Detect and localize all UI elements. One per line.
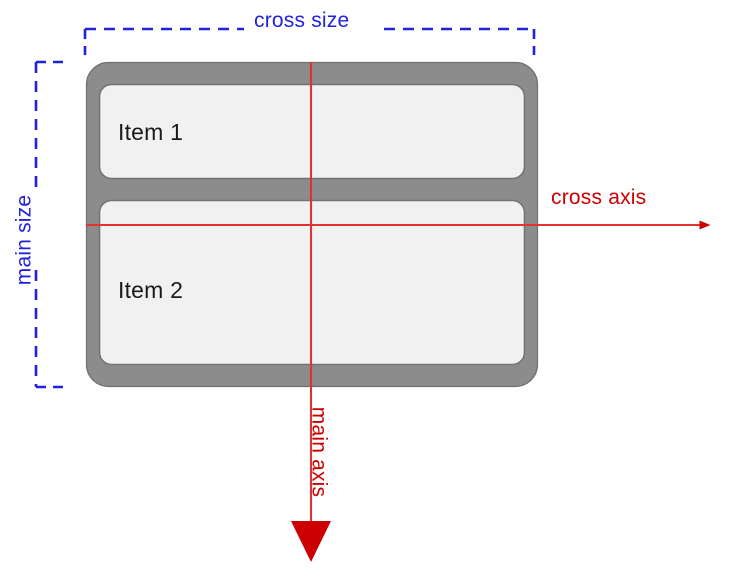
flex-item-1-label: Item 1: [118, 119, 184, 145]
main-axis-arrow: [291, 62, 331, 562]
main-axis-arrowhead: [291, 521, 331, 562]
cross-axis-label: cross axis: [551, 186, 647, 209]
cross-size-bracket: [83, 27, 536, 55]
main-size-bracket: [34, 60, 68, 389]
main-axis-label: main axis: [307, 406, 331, 498]
main-size-label: main size: [12, 194, 36, 286]
cross-size-label: cross size: [254, 9, 350, 32]
flex-item-2-label: Item 2: [118, 277, 184, 303]
